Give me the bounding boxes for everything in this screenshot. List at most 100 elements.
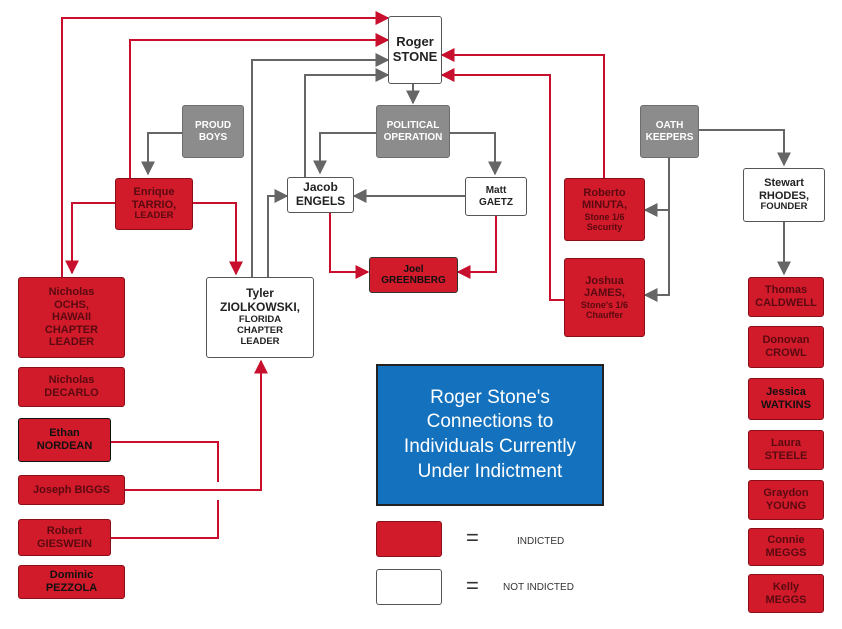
edge-proud-boys-to-tarrio	[141, 132, 182, 176]
edge-engels-to-greenberg	[329, 213, 370, 279]
legend-equals: =	[466, 573, 479, 598]
node-line: STONE	[392, 49, 438, 64]
edge-ziolkowski-to-engels	[267, 189, 289, 277]
node-graydon-young: Graydon YOUNG	[748, 480, 824, 520]
node-subline: LEADER	[134, 210, 174, 222]
node-line: Roger	[396, 34, 434, 50]
edge-biggs-to-ziolkowski	[125, 359, 268, 491]
node-line: KEEPERS	[645, 131, 694, 143]
node-line: Roberto	[583, 186, 626, 199]
node-ethan-nordean: Ethan NORDEAN	[18, 418, 111, 462]
node-line: Joel	[403, 263, 424, 275]
node-line: GIESWEIN	[36, 537, 92, 550]
node-line: OPERATION	[383, 131, 443, 143]
node-dominic-pezzola: Dominic PEZZOLA	[18, 565, 125, 599]
edge-tarrio-to-ochs	[65, 202, 115, 275]
node-line: GAETZ	[479, 196, 513, 208]
node-line: Connie	[767, 534, 805, 547]
title-line: Connections to	[426, 411, 554, 433]
node-line: Thomas	[764, 284, 808, 297]
node-connie-meggs: Connie MEGGS	[748, 528, 824, 566]
node-oath-keepers: OATH KEEPERS	[640, 105, 699, 158]
node-line: CROWL	[765, 347, 807, 359]
node-line: POLITICAL	[386, 120, 440, 131]
edge-oath-keepers-to-rhodes	[699, 129, 791, 167]
node-enrique-tarrio: Enrique TARRIO, LEADER	[115, 178, 193, 230]
node-line: CALDWELL	[755, 297, 817, 309]
title-line: Individuals Currently	[403, 436, 577, 457]
node-laura-steele: Laura STEELE	[748, 430, 824, 470]
edge-nordean-to-ziolkowski	[111, 441, 219, 482]
node-subline: FLORIDA	[238, 313, 282, 325]
edge-tarrio-to-stone	[129, 33, 390, 178]
node-line: BOYS	[198, 131, 228, 143]
edge-james-to-stone	[440, 68, 564, 301]
edge-political-to-gaetz	[450, 132, 502, 176]
node-subline: Security	[586, 222, 623, 233]
node-line: DECARLO	[44, 387, 99, 399]
node-line: OATH	[655, 120, 684, 131]
node-line: Robert	[46, 524, 83, 537]
legend-swatch-not-indicted	[376, 569, 442, 605]
node-line: PROUD	[194, 120, 232, 131]
node-joseph-biggs: Joseph BIGGS	[18, 475, 125, 505]
node-subline: FOUNDER	[760, 201, 808, 213]
node-nicholas-ochs: Nicholas OCHS, HAWAII CHAPTER LEADER	[18, 277, 125, 358]
node-subline: Chauffer	[585, 310, 623, 321]
node-line: Nicholas	[48, 374, 95, 387]
node-line: Graydon	[763, 487, 809, 500]
node-nicholas-decarlo: Nicholas DECARLO	[18, 367, 125, 407]
node-line: STEELE	[764, 450, 808, 462]
edge-engels-to-stone	[304, 68, 390, 177]
node-line: Kelly	[772, 580, 800, 593]
node-line: HAWAII	[51, 311, 92, 324]
node-subline: Stone's 1/6	[580, 299, 629, 310]
node-thomas-caldwell: Thomas CALDWELL	[748, 277, 824, 317]
node-subline: CHAPTER	[237, 324, 283, 336]
node-line: Matt	[485, 185, 507, 196]
edge-oath-keepers-to-minuta	[643, 158, 670, 217]
node-subline: LEADER	[240, 335, 280, 347]
node-line: ENGELS	[295, 194, 346, 208]
node-line: WATKINS	[761, 399, 811, 411]
legend-swatch-indicted	[376, 521, 442, 557]
node-line: YOUNG	[765, 500, 807, 512]
node-line: TARRIO,	[131, 198, 177, 211]
edge-political-to-engels	[313, 132, 376, 175]
node-political-operation: POLITICAL OPERATION	[376, 105, 450, 158]
node-jacob-engels: Jacob ENGELS	[287, 177, 354, 213]
node-stewart-rhodes: Stewart RHODES, FOUNDER	[743, 168, 825, 222]
diagram-title-box: Roger Stone's Connections to Individuals…	[376, 364, 604, 506]
node-line: Joshua	[585, 274, 624, 287]
node-line: Dominic	[49, 569, 94, 582]
node-joshua-james: Joshua JAMES, Stone's 1/6 Chauffer	[564, 258, 645, 337]
node-line: Stewart	[764, 176, 804, 189]
node-line: MEGGS	[765, 547, 807, 559]
node-line: Jessica	[766, 386, 806, 399]
node-line: GREENBERG	[381, 275, 446, 286]
edge-minuta-to-stone	[440, 48, 605, 178]
node-line: Tyler	[246, 286, 274, 301]
node-jessica-watkins: Jessica WATKINS	[748, 378, 824, 420]
node-line: Nicholas	[48, 285, 95, 298]
node-line: RHODES,	[758, 189, 810, 202]
edge-gieswein-to-ziolkowski	[111, 500, 219, 539]
legend-label-not-indicted: NOT INDICTED	[503, 582, 574, 593]
node-line: CHAPTER	[44, 323, 99, 336]
node-donovan-crowl: Donovan CROWL	[748, 326, 824, 368]
edge-ochs-to-stone	[61, 11, 390, 277]
node-line: Jacob	[303, 180, 338, 195]
title-line: Roger Stone's	[430, 386, 550, 408]
edge-tarrio-to-ziolkowski	[193, 202, 243, 276]
title-line: Under Indictment	[417, 460, 563, 482]
node-line: ZIOLKOWSKI,	[220, 300, 300, 315]
node-kelly-meggs: Kelly MEGGS	[748, 574, 824, 613]
node-tyler-ziolkowski: Tyler ZIOLKOWSKI, FLORIDA CHAPTER LEADER	[206, 277, 314, 358]
node-line: NORDEAN	[36, 440, 93, 452]
node-line: PEZZOLA	[45, 582, 98, 594]
node-line: OCHS,	[54, 298, 89, 311]
node-joel-greenberg: Joel GREENBERG	[369, 257, 458, 293]
node-proud-boys: PROUD BOYS	[182, 105, 244, 158]
node-robert-gieswein: Robert GIESWEIN	[18, 519, 111, 556]
